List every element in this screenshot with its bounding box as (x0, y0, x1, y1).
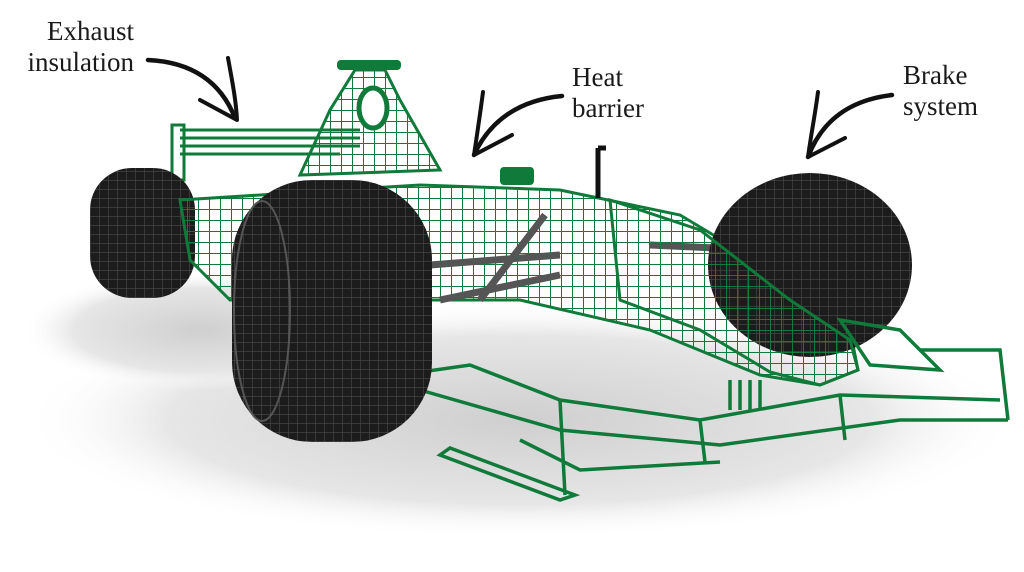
front-wing (399, 317, 1010, 502)
label-exhaust-insulation: Exhaust insulation (24, 16, 135, 78)
label-brake-line1: Brake (903, 60, 968, 90)
label-exhaust-line1: Exhaust (47, 16, 134, 46)
label-exhaust-line2: insulation (27, 47, 135, 77)
airbox (297, 60, 443, 177)
label-brake-system: Brake system (903, 60, 978, 122)
front-left-wheel (232, 180, 432, 442)
label-brake-line2: system (903, 91, 979, 121)
arrow-heat-icon (471, 90, 565, 158)
label-heat-line1: Heat (572, 62, 623, 92)
nose-cone (608, 197, 860, 387)
rear-left-wheel (90, 168, 195, 298)
arrow-brake-icon (805, 90, 895, 160)
label-heat-barrier: Heat barrier (572, 62, 644, 124)
label-heat-line2: barrier (572, 93, 644, 123)
arrow-exhaust-icon (145, 56, 239, 122)
